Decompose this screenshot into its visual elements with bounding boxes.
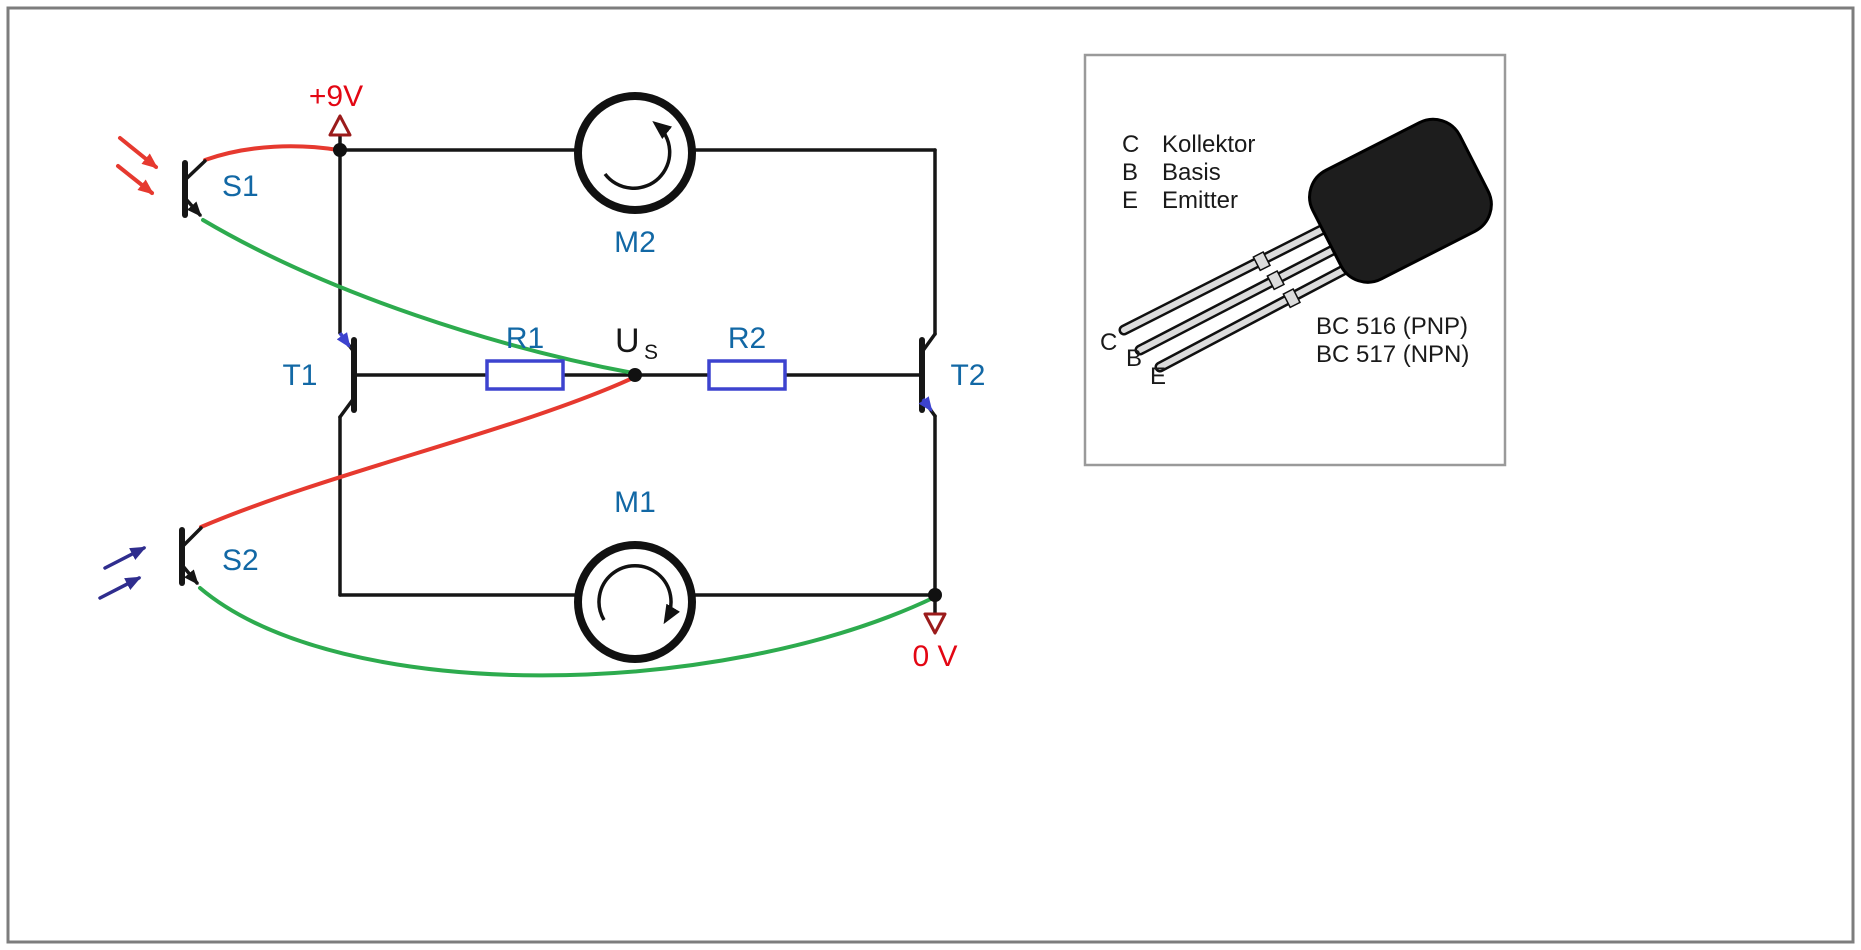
part-number-npn: BC 517 (NPN) xyxy=(1316,341,1469,368)
resistor-r1: R1 xyxy=(485,322,565,391)
transistor-t1: T1 xyxy=(282,331,357,419)
supply-positive-terminal: +9V xyxy=(309,80,363,150)
node-dot-0v xyxy=(928,588,942,602)
motor-m1-body xyxy=(574,541,696,663)
resistor-r1-label: R1 xyxy=(506,322,544,355)
lead-b-crimp xyxy=(1266,270,1285,291)
lead-e-label: E xyxy=(1150,363,1166,390)
motor-m1-label: M1 xyxy=(614,486,656,519)
s2-emitter-lead-arrow xyxy=(180,563,199,585)
supply-pos-label: +9V xyxy=(309,80,363,113)
resistor-r2-body xyxy=(707,359,787,391)
supply-neg-arrow-icon xyxy=(923,612,947,635)
phototransistor-s1: S1 xyxy=(116,136,259,218)
lead-c-fill xyxy=(1121,215,1348,333)
resistor-r2-label: R2 xyxy=(728,322,766,355)
t2-emitter-arrow-icon xyxy=(918,396,933,413)
motor-m2-rotation-arrow-icon xyxy=(603,121,673,190)
s2-collector-lead xyxy=(180,526,203,549)
pinout-panel: C Kollektor B Basis E Emitter xyxy=(1083,53,1507,467)
part-numbers: BC 516 (PNP) BC 517 (NPN) xyxy=(1316,313,1469,368)
transistor-t2: T2 xyxy=(918,332,986,418)
s1-emitter-lead-arrow xyxy=(183,196,202,217)
lead-b-label: B xyxy=(1126,345,1142,372)
transistor-package-drawing: C B E xyxy=(1100,117,1493,390)
s1-light-ray-icon xyxy=(118,136,159,169)
pin-legend-row: B Basis xyxy=(1122,159,1221,186)
pin-legend-row: E Emitter xyxy=(1122,187,1238,214)
part-number-pnp: BC 516 (PNP) xyxy=(1316,313,1468,340)
lead-c-label: C xyxy=(1100,329,1117,356)
s2-light-ray-icon xyxy=(98,576,142,600)
s1-emitter-green-wire xyxy=(201,218,635,375)
lead-b-fill xyxy=(1137,234,1361,353)
supply-negative-terminal: 0 V xyxy=(912,595,958,673)
page-border xyxy=(6,6,1855,944)
t1-emitter-arrow-icon xyxy=(336,332,351,349)
pin-legend-row: C Kollektor xyxy=(1122,131,1255,158)
resistor-r1-body xyxy=(485,359,565,391)
motor-m1: M1 xyxy=(574,486,696,663)
package-body xyxy=(1308,117,1493,284)
transistor-t2-label: T2 xyxy=(950,359,985,392)
transistor-t1-label: T1 xyxy=(282,359,317,392)
node-dot-plus9v xyxy=(333,143,347,157)
lead-e-crimp xyxy=(1282,288,1301,309)
pin-legend: C Kollektor B Basis E Emitter xyxy=(1122,131,1255,214)
lead-c-crimp xyxy=(1252,251,1271,272)
s1-light-ray-icon xyxy=(116,164,155,195)
motor-m2: M2 xyxy=(574,92,696,259)
phototransistor-s1-label: S1 xyxy=(222,170,259,203)
phototransistor-s2: S2 xyxy=(98,526,259,600)
motor-m2-body xyxy=(574,92,696,214)
supply-pos-arrow-icon xyxy=(328,114,352,137)
package-lead-e xyxy=(1154,249,1378,373)
package-lead-c xyxy=(1118,212,1351,336)
supply-neg-label: 0 V xyxy=(912,640,957,673)
s2-emitter-green-wire xyxy=(198,586,937,678)
s2-light-ray-icon xyxy=(103,546,147,570)
node-voltage-label: U S xyxy=(615,322,658,364)
s1-collector-red-wire xyxy=(203,144,340,162)
signal-wires xyxy=(198,144,937,678)
motor-m1-rotation-arrow-icon xyxy=(597,564,681,625)
pinout-panel-border xyxy=(1083,53,1507,467)
motor-m2-label: M2 xyxy=(614,226,656,259)
resistor-r2: R2 xyxy=(707,322,787,391)
s1-collector-lead xyxy=(183,159,207,182)
s2-collector-red-wire xyxy=(199,375,637,529)
package-lead-b xyxy=(1134,231,1364,356)
junction-nodes xyxy=(333,143,942,602)
lead-e-fill xyxy=(1157,252,1375,370)
node-dot-us xyxy=(628,368,642,382)
phototransistor-s2-label: S2 xyxy=(222,544,259,577)
